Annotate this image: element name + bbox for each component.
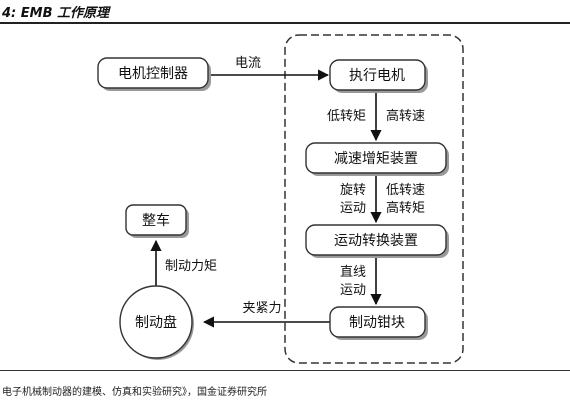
node-reducer: 减速增矩装置: [305, 142, 449, 176]
caliper-label: 制动钳块: [349, 315, 405, 331]
source-note: 电子机械制动器的建模、仿真和实验研究》，国金证券研究所: [2, 387, 267, 398]
label-linear-line2: 运动: [340, 283, 366, 298]
reducer-label: 减速增矩装置: [334, 151, 418, 167]
node-vehicle: 整车: [125, 204, 189, 238]
label-low-speed: 低转速: [386, 183, 425, 198]
label-high-speed: 高转速: [386, 108, 425, 124]
label-clamp-force: 夹紧力: [242, 301, 281, 316]
title-divider: [0, 22, 570, 24]
node-brake-disc: 制动盘: [119, 285, 194, 360]
figure-title: 4: EMB 工作原理: [2, 6, 110, 21]
node-motor-controller: 电机控制器: [97, 57, 211, 91]
vehicle-label: 整车: [142, 212, 170, 229]
label-rotary-line1: 旋转: [340, 183, 366, 198]
actuator-enclosure: [284, 34, 464, 364]
node-brake-caliper: 制动钳块: [329, 306, 428, 340]
converter-label: 运动转换装置: [334, 232, 418, 249]
label-brake-torque: 制动力矩: [165, 259, 217, 274]
label-linear-line1: 直线: [340, 265, 366, 280]
disc-label: 制动盘: [135, 314, 177, 331]
node-motion-converter: 运动转换装置: [305, 224, 449, 258]
label-high-torque: 高转矩: [386, 200, 425, 216]
label-low-torque: 低转矩: [327, 109, 366, 124]
footer-divider: [0, 370, 570, 371]
node-actuator-motor: 执行电机: [329, 59, 428, 93]
label-current: 电流: [235, 56, 261, 71]
controller-label: 电机控制器: [118, 66, 188, 82]
label-rotary-line2: 运动: [340, 201, 366, 216]
actuator-motor-label: 执行电机: [349, 68, 405, 84]
